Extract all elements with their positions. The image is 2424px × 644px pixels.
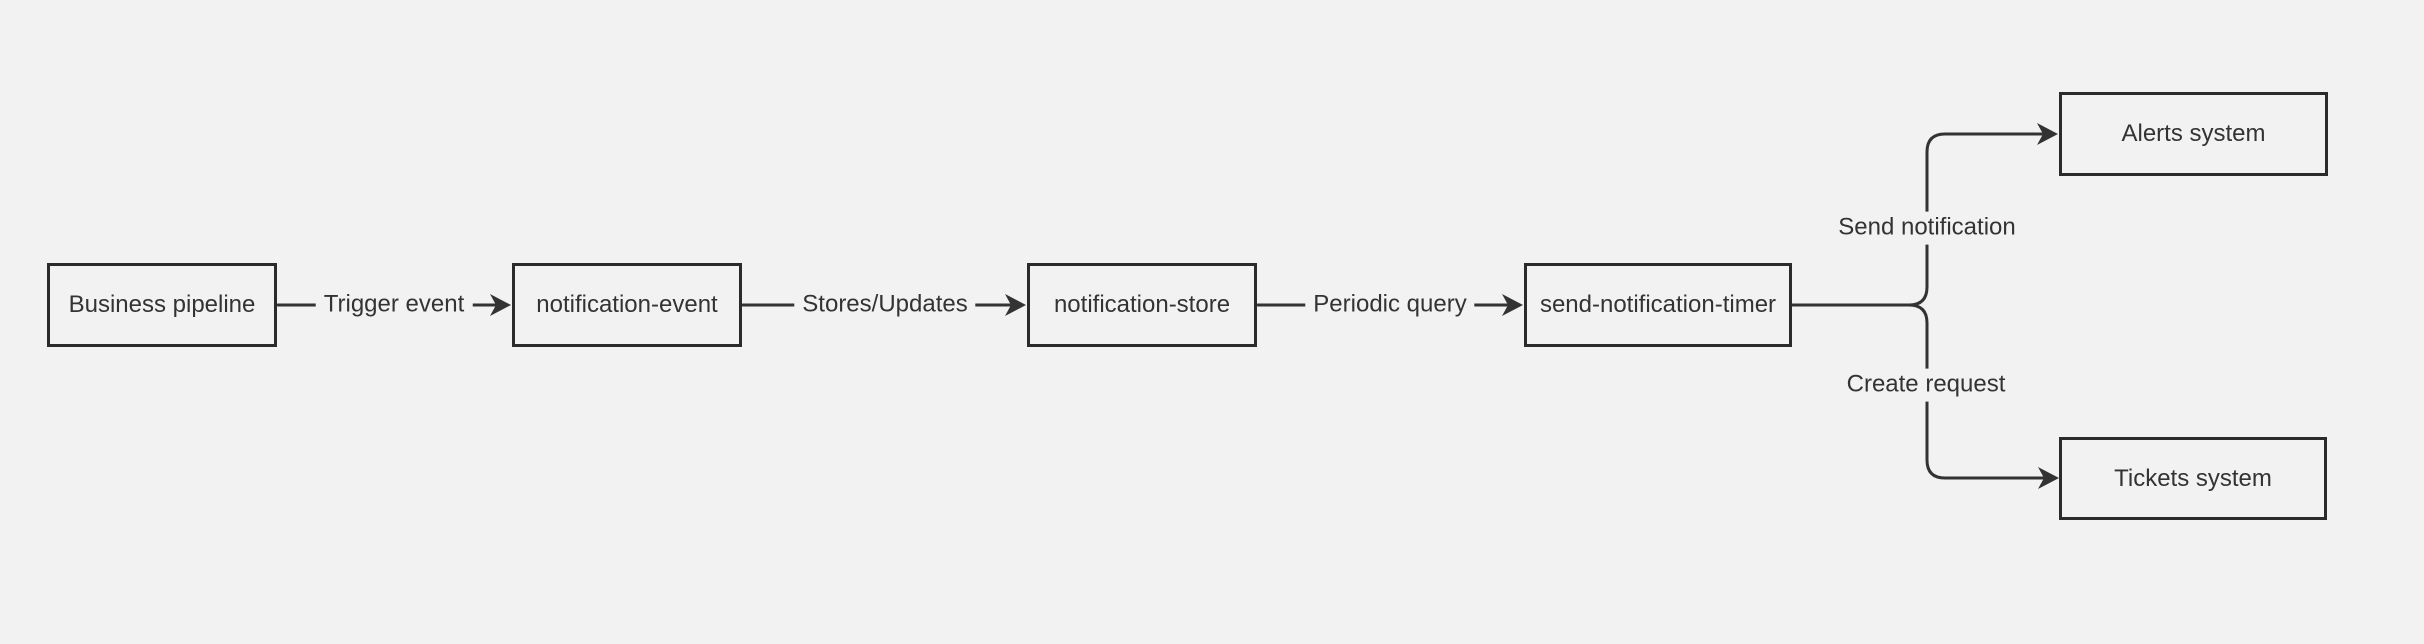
node-label: Tickets system xyxy=(2114,464,2272,492)
arrow-head-icon xyxy=(1005,294,1026,316)
edge-label-create-request: Create request xyxy=(1838,368,2014,402)
arrow-head-icon xyxy=(2038,467,2059,489)
node-label: notification-store xyxy=(1053,291,1231,318)
node-label: notification-event xyxy=(536,291,718,318)
arrow-head-icon xyxy=(1502,294,1523,316)
node-business-pipeline[interactable]: Business pipeline xyxy=(47,263,277,347)
edge-label-trigger-event: Trigger event xyxy=(315,288,473,322)
node-notification-store[interactable]: notification-store xyxy=(1027,263,1257,347)
node-label: Alerts system xyxy=(2121,120,2266,147)
arrow-head-icon xyxy=(2037,123,2058,145)
arrow-head-icon xyxy=(490,294,511,316)
edge-label-stores-updates: Stores/Updates xyxy=(794,288,976,322)
edge-label-periodic-query: Periodic query xyxy=(1305,288,1475,322)
node-send-notification-timer[interactable]: send-notification-timer xyxy=(1524,263,1792,347)
node-label: send-notification-timer xyxy=(1539,291,1777,318)
node-alerts-system[interactable]: Alerts system xyxy=(2059,92,2328,176)
node-label: Business pipeline xyxy=(68,291,256,318)
node-notification-event[interactable]: notification-event xyxy=(512,263,742,347)
node-tickets-system[interactable]: Tickets system xyxy=(2059,437,2327,520)
edge-label-send-notification: Send notification xyxy=(1830,211,2024,245)
